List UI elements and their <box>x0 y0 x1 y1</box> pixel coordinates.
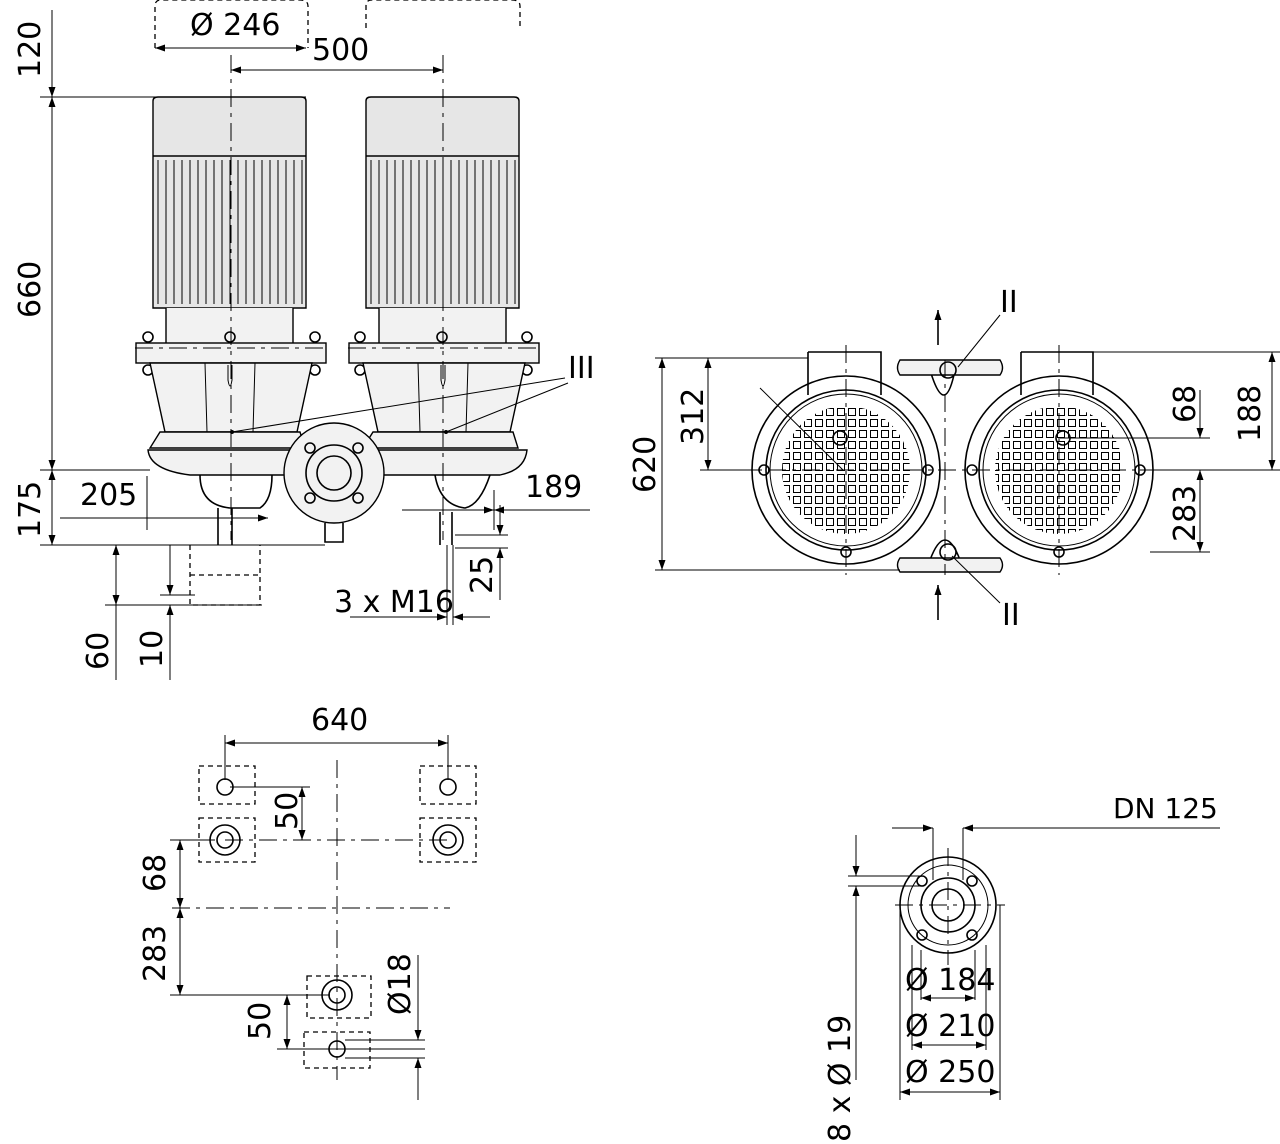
bolt-holes-label: 8 x Ø 19 <box>823 1015 858 1142</box>
hole-diameter-label: Ø18 <box>383 953 418 1015</box>
top-view: 620 312 68 283 188 II II <box>628 285 1280 633</box>
diameter-label: Ø 246 <box>190 8 280 43</box>
left-offset-label: 205 <box>80 478 137 513</box>
d184-label: Ø 184 <box>905 963 995 998</box>
top-clearance-label: 120 <box>13 21 48 78</box>
upper-height-label: 312 <box>676 388 711 445</box>
total-height-label: 620 <box>628 436 663 493</box>
foundation-plan: 640 50 68 283 50 Ø18 <box>138 703 477 1100</box>
bolt-label: 3 x M16 <box>334 585 454 620</box>
offset-a-label: 68 <box>138 854 173 892</box>
flange-view: DN 125 Ø 184 Ø 210 Ø 250 8 x Ø 19 <box>823 792 1220 1142</box>
callout-ii-top: II <box>1000 285 1018 320</box>
offset-b-label: 283 <box>138 925 173 982</box>
foot-small-label: 10 <box>135 630 170 668</box>
foundation-width-label: 640 <box>311 703 368 738</box>
d210-label: Ø 210 <box>905 1009 995 1044</box>
upper-spacing-label: 50 <box>270 792 305 830</box>
right-height-label: 188 <box>1233 385 1268 442</box>
axis-spacing-label: 500 <box>312 33 369 68</box>
motor-left <box>152 96 307 346</box>
dn-label: DN 125 <box>1113 792 1218 825</box>
d250-label: Ø 250 <box>905 1055 995 1090</box>
callout-ii-bottom: II <box>1002 598 1020 633</box>
callout-iii: III <box>568 351 595 386</box>
bolt-height-label: 25 <box>465 556 500 594</box>
foot-label: 60 <box>81 632 116 670</box>
lower-spacing-label: 50 <box>243 1002 278 1040</box>
side-view: Ø 246 500 120 660 175 205 189 60 10 25 3… <box>13 0 595 680</box>
motor-height-label: 660 <box>13 261 48 318</box>
lower-right-label: 283 <box>1168 485 1203 542</box>
upper-right-label: 68 <box>1168 385 1203 423</box>
base-height-label: 175 <box>13 481 48 538</box>
right-offset-label: 189 <box>525 470 582 505</box>
